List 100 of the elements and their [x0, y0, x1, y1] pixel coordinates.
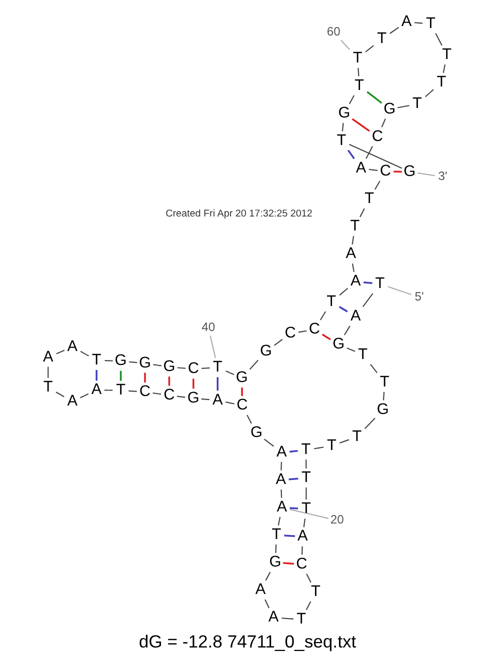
connector — [152, 392, 162, 395]
node-text: T — [412, 95, 422, 112]
connector — [249, 360, 258, 370]
connector — [306, 460, 307, 468]
node-text: A — [67, 392, 78, 410]
connector — [177, 396, 186, 398]
connector — [349, 95, 355, 104]
connector — [339, 288, 348, 296]
node-text: T — [352, 428, 362, 445]
node-text: T — [310, 582, 320, 600]
node-text: A — [350, 308, 361, 325]
connector — [340, 40, 350, 50]
node-text: C — [380, 162, 391, 180]
connector — [342, 122, 344, 132]
node-text: T — [212, 358, 222, 376]
node-text: C — [236, 396, 248, 414]
connector — [388, 286, 412, 296]
connector — [226, 370, 234, 376]
node-text: A — [91, 381, 102, 398]
connector — [128, 361, 138, 364]
connector — [303, 518, 306, 528]
connector — [314, 446, 324, 450]
connector — [120, 370, 122, 381]
node-text: T — [364, 190, 374, 208]
node-text: T — [377, 30, 387, 48]
node-text: G — [338, 104, 350, 122]
connector — [435, 33, 442, 46]
connector — [366, 146, 373, 159]
connector — [362, 293, 374, 308]
node-text: T — [375, 274, 385, 292]
connector — [360, 208, 365, 218]
node-text: T — [336, 132, 346, 149]
connector — [192, 378, 194, 389]
connector — [56, 350, 65, 354]
connector — [280, 462, 282, 470]
connector — [96, 370, 98, 381]
connector — [241, 388, 243, 396]
node-text: 40 — [202, 320, 216, 334]
node-text: G — [163, 358, 176, 376]
node-text: T — [301, 500, 311, 518]
connector — [283, 562, 294, 565]
node-text: T — [272, 526, 282, 544]
node-text: T — [436, 74, 446, 91]
node-text: A — [276, 498, 288, 516]
node-text: 3' — [438, 168, 448, 183]
connector — [352, 236, 354, 245]
node-text: C — [296, 555, 308, 572]
node-text: G — [250, 424, 262, 442]
connector — [246, 414, 252, 424]
connector — [128, 390, 137, 392]
connector — [201, 398, 210, 400]
connector — [282, 618, 294, 620]
connector — [298, 330, 307, 333]
node-text: A — [268, 608, 279, 626]
node-text: A — [212, 391, 223, 408]
node-text: A — [350, 272, 361, 290]
node-text: T — [302, 468, 311, 486]
node-text: T — [43, 378, 53, 396]
connector — [382, 392, 385, 400]
connector — [306, 574, 312, 583]
node-text: C — [139, 383, 151, 400]
connector — [306, 601, 312, 610]
node-text: A — [356, 159, 366, 176]
connector — [216, 377, 218, 391]
connector — [322, 334, 331, 340]
connector — [347, 150, 355, 160]
connector — [338, 306, 348, 312]
node-text: T — [116, 381, 126, 398]
connector — [177, 367, 186, 369]
node-text: A — [401, 13, 412, 30]
connector — [418, 172, 435, 176]
node-text: T — [350, 218, 360, 235]
node-text: A — [298, 528, 308, 545]
node-text: A — [346, 245, 356, 262]
node-text: G — [332, 336, 345, 353]
label: Created Fri Apr 20 17:32:25 2012 — [166, 208, 312, 220]
connector — [144, 372, 146, 383]
connector — [339, 439, 350, 444]
node-text: G — [187, 389, 200, 406]
node-text: T — [92, 351, 102, 368]
node-text: A — [276, 444, 287, 461]
node-text: G — [139, 354, 151, 372]
connector — [210, 336, 216, 358]
connector — [374, 180, 380, 190]
connector — [344, 326, 350, 336]
connector — [442, 64, 446, 73]
connector — [358, 68, 360, 76]
connector — [365, 45, 374, 52]
node-text: T — [301, 441, 311, 458]
connector — [370, 364, 378, 374]
node-text: T — [380, 373, 390, 390]
connector — [104, 390, 113, 391]
connector — [274, 338, 283, 346]
connector — [352, 118, 370, 132]
connector — [284, 534, 295, 538]
node-text: T — [442, 46, 452, 64]
node-text: A — [255, 581, 266, 598]
connector — [397, 105, 410, 108]
connector — [265, 572, 271, 581]
node-text: C — [164, 386, 175, 404]
